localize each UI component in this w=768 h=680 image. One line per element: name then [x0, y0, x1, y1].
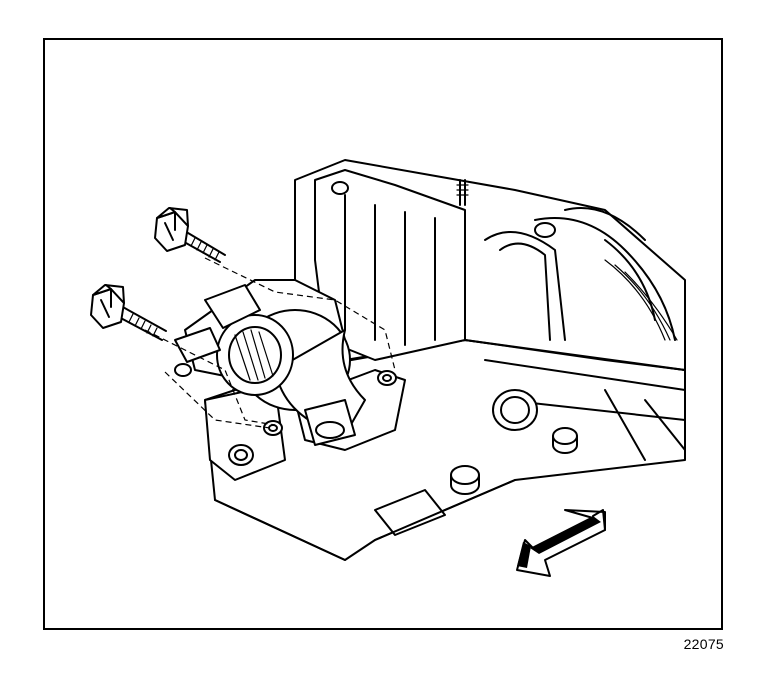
egr-valve-diagram [90, 159, 686, 577]
figure-number: 22075 [683, 636, 724, 652]
illustration-frame [43, 38, 723, 630]
bolt-icon [90, 284, 167, 341]
alignment-lines [144, 257, 396, 429]
hex-bolt-head-icon [552, 427, 578, 454]
hex-bolt-head-icon [450, 465, 480, 495]
egr-valve [174, 279, 366, 446]
bolt-icon [154, 207, 226, 263]
front-arrow-icon [516, 509, 606, 577]
